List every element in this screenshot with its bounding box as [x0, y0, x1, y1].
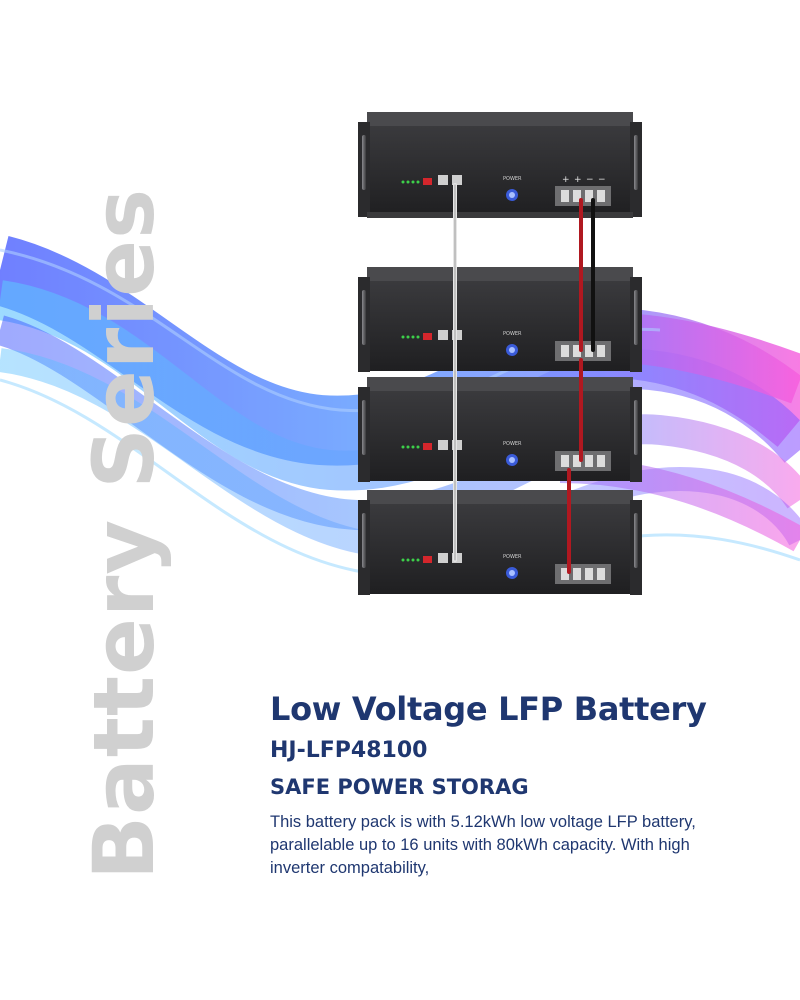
- connection-cables: [453, 183, 595, 574]
- power-label: POWER: [503, 331, 522, 337]
- terminal-label: +: [574, 175, 582, 185]
- battery-module-1: [358, 112, 642, 218]
- product-tagline: SAFE POWER STORAG: [270, 775, 529, 799]
- product-description: This battery pack is with 5.12kWh low vo…: [270, 813, 696, 877]
- battery-stack-illustration: POWER POWER POWER POWER + + − −: [358, 112, 642, 595]
- product-info: Low Voltage LFP Battery HJ-LFP48100 SAFE…: [270, 690, 790, 880]
- product-headline: Low Voltage LFP Battery: [270, 690, 707, 728]
- battery-module-3: [358, 377, 642, 482]
- power-label: POWER: [503, 176, 522, 182]
- battery-module-2: [358, 267, 642, 372]
- terminal-label: −: [598, 175, 606, 185]
- battery-module-4: [358, 490, 642, 595]
- terminal-label: +: [562, 175, 570, 185]
- side-title: Battery Series: [75, 187, 173, 880]
- product-model: HJ-LFP48100: [270, 738, 428, 763]
- power-label: POWER: [503, 554, 522, 560]
- power-label: POWER: [503, 441, 522, 447]
- terminal-label: −: [586, 175, 594, 185]
